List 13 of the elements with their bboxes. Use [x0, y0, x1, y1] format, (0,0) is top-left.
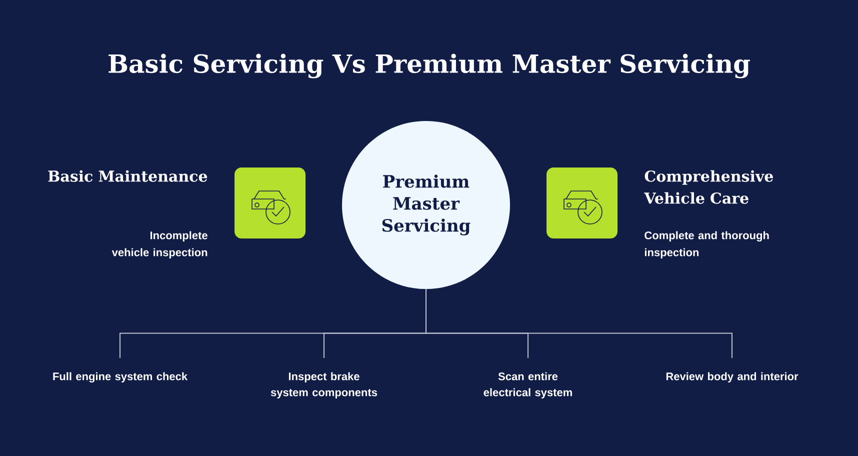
- step-text: Inspect brake system components: [270, 372, 378, 398]
- description-text: Complete and thorough inspection: [644, 231, 769, 258]
- step-text: Review body and interior: [666, 372, 798, 382]
- connector-line: [426, 288, 732, 358]
- step-text: Full engine system check: [53, 372, 188, 383]
- title: Basic Servicing Vs Premium Master Servicing: [108, 54, 750, 78]
- step-text: Scan entire electrical system: [484, 372, 572, 398]
- description-text: Incomplete vehicle inspection: [112, 231, 208, 258]
- heading-text: Comprehensive Vehicle Care: [644, 170, 774, 204]
- icon-box: [546, 168, 618, 238]
- circle-node: Premium Master Servicing: [342, 121, 510, 289]
- icon-box: [234, 168, 306, 238]
- heading-text: Basic Maintenance: [48, 170, 208, 182]
